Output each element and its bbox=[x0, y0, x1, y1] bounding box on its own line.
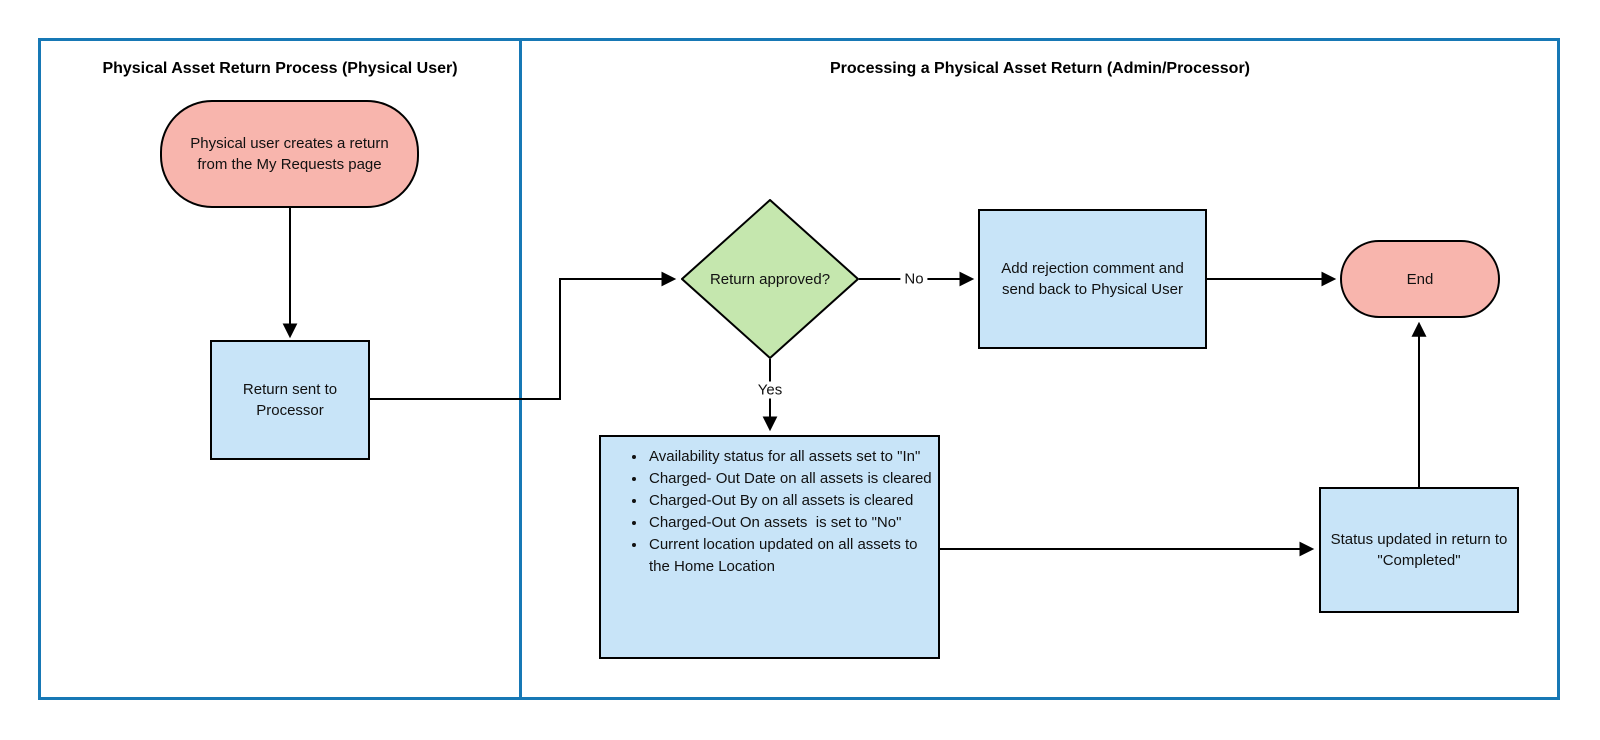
lane-title-admin-processor: Processing a Physical Asset Return (Admi… bbox=[830, 60, 1250, 77]
node-start-terminator[interactable]: Physical user creates a return from the … bbox=[160, 100, 419, 208]
node-return-sent-label: Return sent to Processor bbox=[242, 381, 338, 419]
checklist-item: Current location updated on all assets t… bbox=[647, 534, 932, 578]
node-decision-label: Return approved? bbox=[709, 270, 831, 288]
node-decision-diamond[interactable]: Return approved? bbox=[681, 199, 859, 359]
node-status-updated-process[interactable]: Status updated in return to "Completed" bbox=[1319, 487, 1519, 613]
node-return-sent-process[interactable]: Return sent to Processor bbox=[210, 340, 370, 460]
checklist-item: Charged-Out On assets is set to "No" bbox=[647, 512, 932, 534]
swimlane-divider bbox=[519, 38, 522, 700]
lane-title-physical-user: Physical Asset Return Process (Physical … bbox=[102, 60, 458, 77]
node-end-terminator[interactable]: End bbox=[1340, 240, 1500, 318]
checklist-item: Charged- Out Date on all assets is clear… bbox=[647, 468, 932, 490]
node-status-updated-label: Status updated in return to "Completed" bbox=[1330, 531, 1508, 569]
edge-label-yes: Yes bbox=[753, 381, 787, 399]
node-reject-label: Add rejection comment and send back to P… bbox=[1001, 260, 1184, 298]
node-reject-process[interactable]: Add rejection comment and send back to P… bbox=[978, 209, 1207, 349]
checklist-item: Availability status for all assets set t… bbox=[647, 446, 932, 468]
edge-label-no: No bbox=[900, 270, 928, 288]
diamond-shape bbox=[681, 199, 859, 359]
node-end-label: End bbox=[1406, 270, 1434, 288]
diagram-frame bbox=[38, 38, 1560, 700]
node-start-label: Physical user creates a return from the … bbox=[190, 135, 389, 173]
checklist-items: Availability status for all assets set t… bbox=[601, 437, 938, 578]
node-checklist-process[interactable]: Availability status for all assets set t… bbox=[599, 435, 940, 659]
checklist-item: Charged-Out By on all assets is cleared bbox=[647, 490, 932, 512]
